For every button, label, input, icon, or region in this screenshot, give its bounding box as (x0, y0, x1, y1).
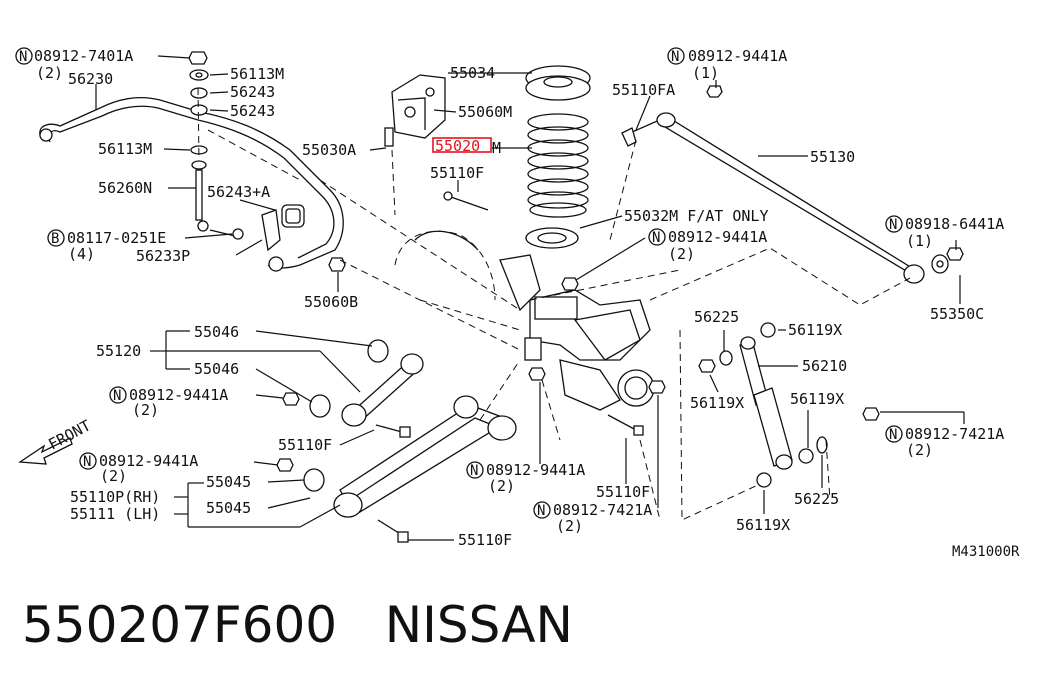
bushing-55045[interactable] (303, 468, 325, 492)
label-qty: (2) (668, 245, 695, 263)
coil-spring-55020M[interactable] (527, 113, 589, 218)
circle-n-prefix: N (889, 427, 897, 443)
leader-lines (95, 55, 965, 541)
label-56233P[interactable]: 56233P (136, 247, 190, 265)
label-55060M[interactable]: 55060M (458, 103, 512, 121)
drawing-id: M431000R (952, 544, 1020, 560)
label-55020M-suffix: M (492, 139, 501, 157)
shock-hardware[interactable] (698, 322, 828, 488)
label-qty: (2) (36, 64, 63, 82)
front-arrow-icon (18, 437, 73, 465)
label-08117-0251E[interactable]: 08117-0251E (67, 229, 166, 247)
label-56230[interactable]: 56230 (68, 70, 113, 88)
label-55046[interactable]: 55046 (194, 323, 239, 341)
label-08912-7421A[interactable]: 08912-7421A (553, 501, 652, 519)
label-56210[interactable]: 56210 (802, 357, 847, 375)
circle-n-prefix: N (83, 454, 91, 470)
label-56119X[interactable]: 56119X (790, 390, 844, 408)
label-qty: (2) (100, 467, 127, 485)
bump-stop-bracket-55060M[interactable] (384, 74, 446, 147)
upper-link-55120[interactable] (341, 353, 424, 427)
label-55060B[interactable]: 55060B (304, 293, 358, 311)
caption: 550207F600 NISSAN (22, 596, 573, 654)
part-number: 550207F600 (22, 596, 338, 654)
circled-prefixes (15, 47, 903, 519)
panhard-rod-55130[interactable] (656, 112, 949, 284)
label-56113M[interactable]: 56113M (98, 140, 152, 158)
spring-insulator-55032M[interactable] (525, 227, 579, 249)
circle-n-prefix: N (470, 463, 478, 479)
label-qty: (4) (68, 245, 95, 263)
label-55110P[interactable]: 55110P(RH) (70, 488, 160, 506)
label-56119X[interactable]: 56119X (690, 394, 744, 412)
nut-55060B[interactable] (328, 257, 346, 272)
label-08912-9441A[interactable]: 08912-9441A (99, 452, 198, 470)
stabilizer-bushing[interactable] (261, 204, 305, 252)
bolts[interactable] (375, 85, 723, 543)
axle-housing[interactable] (499, 254, 655, 411)
label-08918-6441A[interactable]: 08918-6441A (905, 215, 1004, 233)
brand-name: NISSAN (384, 596, 573, 654)
label-55110F[interactable]: 55110F (430, 164, 484, 182)
label-56225[interactable]: 56225 (794, 490, 839, 508)
label-08912-9441A[interactable]: 08912-9441A (668, 228, 767, 246)
label-08912-7401A[interactable]: 08912-7401A (34, 47, 133, 65)
label-55034[interactable]: 55034 (450, 64, 495, 82)
label-qty: (2) (488, 477, 515, 495)
label-08912-9441A[interactable]: 08912-9441A (486, 461, 585, 479)
highlight-box (432, 137, 492, 153)
label-55046[interactable]: 55046 (194, 360, 239, 378)
label-56119X[interactable]: 56119X (736, 516, 790, 534)
nuts[interactable] (276, 247, 964, 472)
label-56225[interactable]: 56225 (694, 308, 739, 326)
circle-n-prefix: N (537, 503, 545, 519)
label-08912-9441A[interactable]: 08912-9441A (129, 386, 228, 404)
lower-link-55110P[interactable] (333, 395, 517, 518)
shock-absorber-56210[interactable] (739, 336, 793, 470)
label-55110F[interactable]: 55110F (458, 531, 512, 549)
circle-n-prefix: N (652, 230, 660, 246)
label-55111[interactable]: 55111 (LH) (70, 505, 160, 523)
label-56243[interactable]: 56243 (230, 83, 275, 101)
label-qty: (2) (556, 517, 583, 535)
label-55120[interactable]: 55120 (96, 342, 141, 360)
label-56113M[interactable]: 56113M (230, 65, 284, 83)
label-55110F[interactable]: 55110F (596, 483, 650, 501)
circle-b-prefix: B (51, 231, 59, 247)
circle-n-prefix: N (113, 388, 121, 404)
label-56243[interactable]: 56243 (230, 102, 275, 120)
label-55020M-highlighted[interactable]: 55020 (435, 137, 480, 155)
front-label: FRONT (45, 416, 93, 453)
label-55045[interactable]: 55045 (206, 473, 251, 491)
label-55032M[interactable]: 55032M F/AT ONLY (624, 207, 769, 225)
label-56119X[interactable]: 56119X (788, 321, 842, 339)
label-55110F[interactable]: 55110F (278, 436, 332, 454)
label-55030A[interactable]: 55030A (302, 141, 356, 159)
label-56243A[interactable]: 56243+A (207, 183, 270, 201)
reference-dashed-lines (197, 87, 911, 521)
circle-n-prefix: N (889, 217, 897, 233)
label-08912-7421A[interactable]: 08912-7421A (905, 425, 1004, 443)
label-qty: (2) (132, 401, 159, 419)
wheel-arch-outline (394, 230, 496, 301)
spring-seat-55034[interactable] (525, 65, 591, 101)
stabilizer-bar[interactable] (39, 97, 344, 272)
bushing-55046[interactable] (309, 339, 389, 418)
label-55350C[interactable]: 55350C (930, 305, 984, 323)
circle-n-prefix: N (671, 49, 679, 65)
label-08912-9441A[interactable]: 08912-9441A (688, 47, 787, 65)
label-qty: (1) (906, 232, 933, 250)
label-qty: (2) (906, 441, 933, 459)
label-55045[interactable]: 55045 (206, 499, 251, 517)
label-55130[interactable]: 55130 (810, 148, 855, 166)
label-56260N[interactable]: 56260N (98, 179, 152, 197)
label-55110FA[interactable]: 55110FA (612, 81, 675, 99)
label-qty: (1) (692, 64, 719, 82)
circle-n-prefix: N (19, 49, 27, 65)
